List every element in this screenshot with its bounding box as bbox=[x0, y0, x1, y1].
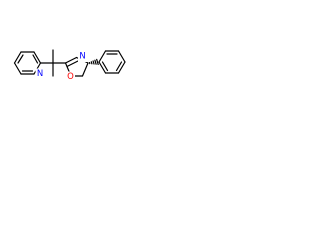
double-bond-inner bbox=[32, 54, 39, 64]
pyridine-ring bbox=[13, 51, 42, 75]
pyridine-nitrogen-label: N bbox=[37, 69, 43, 79]
bond bbox=[98, 50, 107, 63]
double-bond-inner bbox=[17, 54, 24, 64]
atom-label-oxazoline-n: N bbox=[78, 51, 87, 62]
bond bbox=[117, 61, 126, 74]
atom-label-pyridine-n: N bbox=[35, 68, 45, 80]
hash-mark bbox=[94, 59, 97, 65]
double-bond-inner bbox=[115, 61, 123, 72]
bond bbox=[13, 62, 22, 75]
bond bbox=[64, 56, 78, 64]
molecule-structure: N N O bbox=[13, 49, 126, 83]
double-bond-inner bbox=[101, 61, 109, 72]
bond bbox=[117, 50, 126, 63]
double-bond-inner bbox=[66, 60, 79, 68]
bond bbox=[81, 62, 89, 77]
bond bbox=[98, 61, 107, 74]
bond bbox=[33, 51, 42, 64]
oxazoline-oxygen-label: O bbox=[67, 72, 74, 82]
oxazoline-nitrogen-label: N bbox=[79, 52, 85, 62]
hash-mark bbox=[92, 60, 95, 65]
stereo-hashed-bond bbox=[88, 58, 99, 66]
gem-dimethyl-group bbox=[39, 49, 67, 77]
hash-mark bbox=[90, 61, 93, 65]
structure-canvas: N N O bbox=[0, 0, 152, 152]
bond bbox=[13, 51, 22, 64]
atom-label-oxazoline-o: O bbox=[66, 71, 75, 83]
hash-mark bbox=[96, 58, 99, 66]
phenyl-ring bbox=[98, 50, 126, 74]
